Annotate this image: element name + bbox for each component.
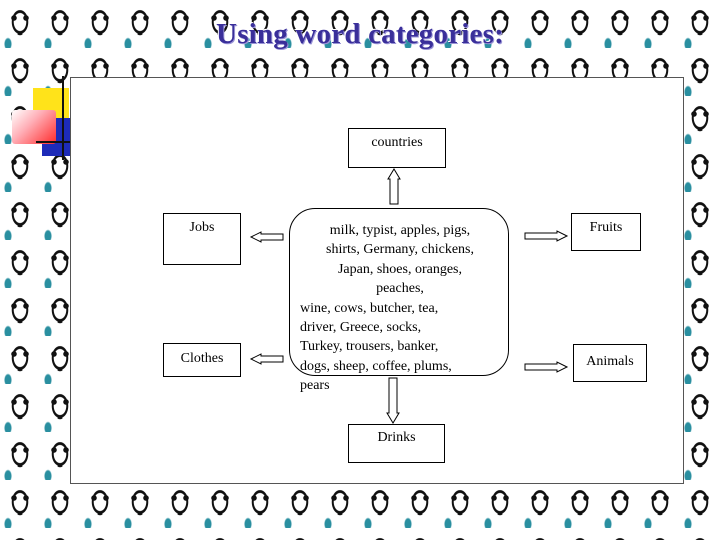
word-list-text: milk, typist, apples, pigs, shirts, Germ… <box>300 221 500 396</box>
arrow-up-icon <box>387 168 401 205</box>
decor-horizontal-line <box>36 141 76 143</box>
word-list-line: driver, Greece, socks, <box>300 320 422 336</box>
arrow-down-icon <box>386 377 400 424</box>
arrow-right-fruits-icon <box>524 230 569 242</box>
category-animals-label: Animals <box>586 354 634 369</box>
word-list-line: Japan, shoes, oranges, <box>337 261 463 277</box>
category-jobs: Jobs <box>163 213 241 265</box>
category-clothes: Clothes <box>163 343 241 377</box>
category-fruits-label: Fruits <box>589 220 623 235</box>
category-drinks-label: Drinks <box>377 430 416 445</box>
word-list-line: Turkey, trousers, banker, <box>300 339 439 355</box>
arrow-left-clothes-icon <box>249 353 284 365</box>
arrow-right-animals-icon <box>524 361 569 373</box>
word-list-line: milk, typist, apples, pigs, <box>329 223 471 238</box>
category-fruits: Fruits <box>571 213 641 251</box>
category-countries-label: countries <box>371 135 423 150</box>
category-clothes-label: Clothes <box>180 351 224 366</box>
category-animals: Animals <box>573 344 647 382</box>
slide-title: Using word categories: <box>216 18 504 50</box>
decor-vertical-line <box>62 76 64 160</box>
decor-gradient-square <box>12 110 56 144</box>
diagram-panel: countries Jobs Clothes Fruits Animals Dr… <box>70 77 684 484</box>
arrows-layer <box>249 168 569 424</box>
word-list-line: peaches, <box>376 281 424 297</box>
word-list-line: shirts, Germany, chickens, <box>326 242 474 258</box>
category-countries: countries <box>348 128 446 168</box>
category-drinks: Drinks <box>348 424 445 463</box>
word-list-line: wine, cows, butcher, tea, <box>300 300 439 316</box>
word-list-box <box>289 208 509 376</box>
category-jobs-label: Jobs <box>189 220 215 235</box>
word-list-line: pears <box>300 378 330 394</box>
word-list-line: dogs, sheep, coffee, plums, <box>300 358 452 374</box>
arrow-left-jobs-icon <box>249 231 284 243</box>
